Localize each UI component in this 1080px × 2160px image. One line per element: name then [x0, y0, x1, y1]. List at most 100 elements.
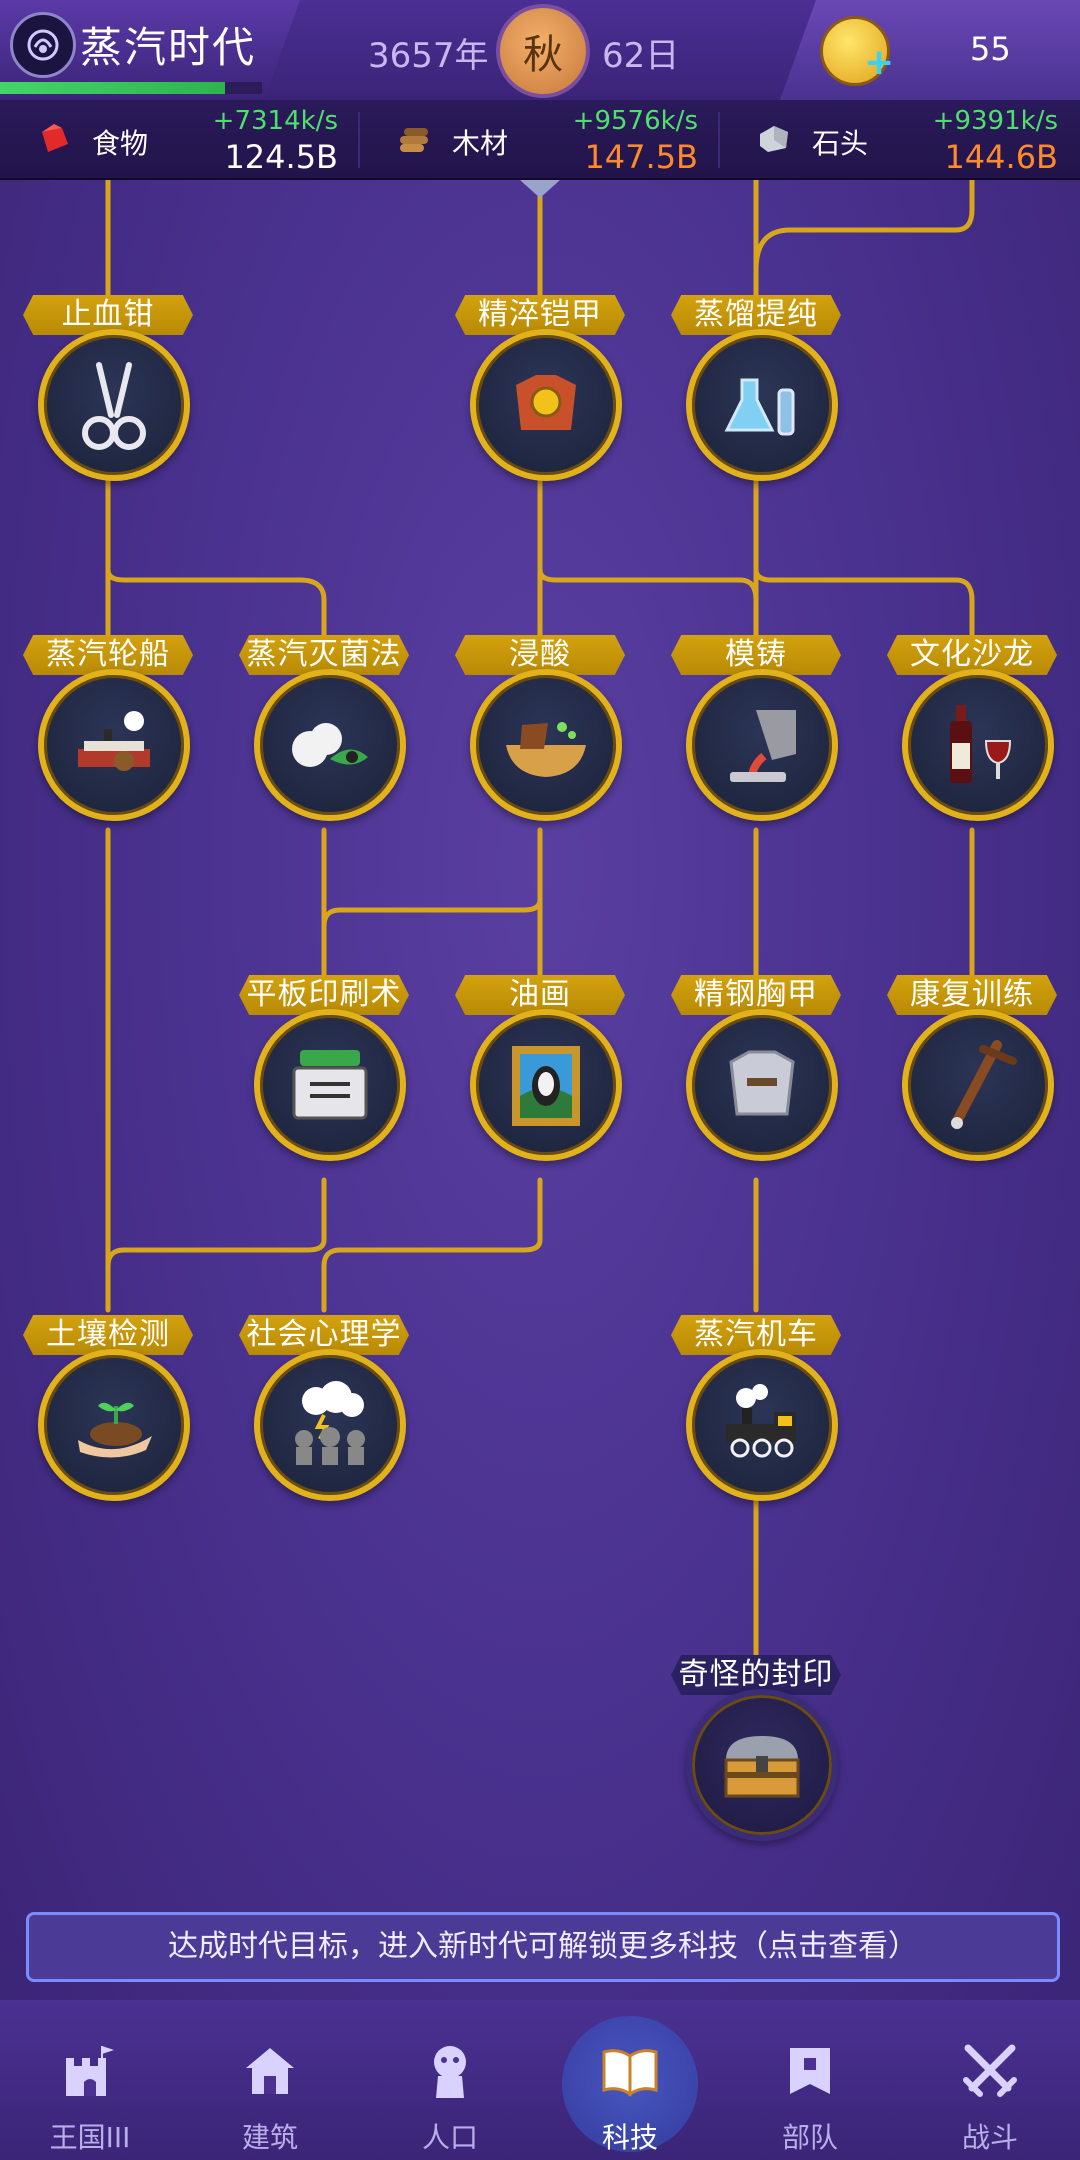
resource-stone[interactable]: 石头 +9391k/s 144.6B: [720, 100, 1080, 178]
tech-label: 蒸汽灭菌法: [239, 635, 409, 675]
tech-node-steamship[interactable]: 蒸汽轮船: [23, 635, 193, 835]
resource-total: 124.5B: [224, 138, 338, 176]
tech-node-steam-locomotive[interactable]: 蒸汽机车: [671, 1315, 841, 1515]
divider: [718, 112, 720, 168]
person-icon: [420, 2040, 480, 2100]
tech-label: 油画: [455, 975, 625, 1015]
tech-label: 土壤检测: [23, 1315, 193, 1355]
casting-icon: [686, 669, 838, 821]
tech-node-rehab-training[interactable]: 康复训练: [887, 975, 1057, 1175]
nav-label: 建筑: [241, 2121, 298, 2154]
tech-tree-connections: [105, 180, 975, 1683]
resource-wood[interactable]: 木材 +9576k/s 147.5B: [360, 100, 720, 178]
wine-icon: [902, 669, 1054, 821]
nav-label: 部队: [781, 2121, 838, 2154]
crossed-swords-icon: [960, 2040, 1020, 2100]
nav-technology[interactable]: 科技: [540, 2000, 720, 2160]
tech-label: 止血钳: [23, 295, 193, 335]
era-title: 蒸汽时代: [80, 23, 257, 72]
tech-node-hemostat[interactable]: 止血钳: [23, 295, 193, 495]
resource-rate: +9391k/s: [932, 106, 1058, 136]
tech-node-culture-salon[interactable]: 文化沙龙: [887, 635, 1057, 835]
tech-label: 文化沙龙: [887, 635, 1057, 675]
nav-battle[interactable]: 战斗: [900, 2000, 1080, 2160]
nav-population[interactable]: 人口: [360, 2000, 540, 2160]
tech-label: 浸酸: [455, 635, 625, 675]
sprout-icon: [38, 1349, 190, 1501]
tech-node-steam-sterilization[interactable]: 蒸汽灭菌法: [239, 635, 409, 835]
hemostat-icon: [38, 329, 190, 481]
treasure-chest-icon: [686, 1689, 838, 1841]
resource-rate: +9576k/s: [572, 106, 698, 136]
resource-label: 木材: [452, 127, 509, 160]
scroll-up-arrow: [520, 180, 560, 198]
tech-label: 蒸汽机车: [671, 1315, 841, 1355]
tech-label: 康复训练: [887, 975, 1057, 1015]
era-emblem-icon: [10, 12, 76, 78]
tech-label: 精淬铠甲: [455, 295, 625, 335]
resource-rate: +7314k/s: [212, 106, 338, 136]
nav-troops[interactable]: 部队: [720, 2000, 900, 2160]
steamship-icon: [38, 669, 190, 821]
tech-node-lithography[interactable]: 平板印刷术: [239, 975, 409, 1175]
add-coin-icon[interactable]: +: [864, 42, 895, 83]
date-year: 3657年: [368, 36, 489, 76]
nav-label: 王国III: [49, 2121, 131, 2154]
tech-label: 平板印刷术: [239, 975, 409, 1015]
resource-label: 食物: [92, 127, 149, 160]
nav-label: 人口: [421, 2121, 478, 2154]
gold-coin-icon[interactable]: [820, 16, 890, 86]
resource-food[interactable]: 食物 +7314k/s 124.5B: [0, 100, 360, 178]
banner-icon: [780, 2040, 840, 2100]
crowd-icon: [254, 1349, 406, 1501]
tech-node-acid-leaching[interactable]: 浸酸: [455, 635, 625, 835]
stone-icon: [760, 126, 788, 152]
resource-bar: 食物 +7314k/s 124.5B 木材 +9576k/s 147.5B 石头…: [0, 100, 1080, 180]
tech-label: 奇怪的封印: [671, 1655, 841, 1695]
era-progress-fill: [0, 82, 226, 94]
castle-icon: [60, 2040, 120, 2100]
era-progress-bar: [0, 82, 262, 94]
tech-node-strange-seal[interactable]: 奇怪的封印: [671, 1655, 841, 1855]
era-plate[interactable]: 蒸汽时代: [0, 0, 300, 100]
crutch-icon: [902, 1009, 1054, 1161]
painting-icon: [470, 1009, 622, 1161]
nav-kingdom[interactable]: 王国III: [0, 2000, 180, 2160]
resource-total: 147.5B: [584, 138, 698, 176]
tech-node-steel-breastplate[interactable]: 精钢胸甲: [671, 975, 841, 1175]
tech-label: 精钢胸甲: [671, 975, 841, 1015]
season-badge: 秋: [496, 4, 590, 98]
resource-total: 144.6B: [944, 138, 1058, 176]
house-icon: [240, 2040, 300, 2100]
tech-label: 蒸汽轮船: [23, 635, 193, 675]
top-bar: 蒸汽时代 3657年 秋 62日 + 55: [0, 0, 1080, 100]
wood-icon: [400, 128, 428, 152]
nav-label: 科技: [601, 2121, 658, 2154]
tech-node-distillation[interactable]: 蒸馏提纯: [671, 295, 841, 495]
sterilization-icon: [254, 669, 406, 821]
tech-node-refined-armor[interactable]: 精淬铠甲: [455, 295, 625, 495]
tech-node-social-psychology[interactable]: 社会心理学: [239, 1315, 409, 1515]
armor-icon: [470, 329, 622, 481]
tech-label: 社会心理学: [239, 1315, 409, 1355]
acid-bowl-icon: [470, 669, 622, 821]
nav-label: 战斗: [961, 2121, 1018, 2154]
tech-tree[interactable]: 止血钳 精淬铠甲 蒸馏提纯 蒸汽轮船 蒸汽灭菌法 浸酸 模铸: [0, 180, 1080, 1910]
bottom-nav: 王国III 建筑 人口 科技 部队 战斗: [0, 2000, 1080, 2160]
date-day: 62日: [602, 36, 680, 76]
printing-press-icon: [254, 1009, 406, 1161]
resource-label: 石头: [812, 127, 869, 160]
nav-buildings[interactable]: 建筑: [180, 2000, 360, 2160]
food-icon: [42, 124, 68, 152]
tech-node-casting[interactable]: 模铸: [671, 635, 841, 835]
locomotive-icon: [686, 1349, 838, 1501]
book-icon: [600, 2040, 660, 2100]
breastplate-icon: [686, 1009, 838, 1161]
flask-icon: [686, 329, 838, 481]
tech-label: 模铸: [671, 635, 841, 675]
tech-node-oil-painting[interactable]: 油画: [455, 975, 625, 1175]
tech-node-soil-testing[interactable]: 土壤检测: [23, 1315, 193, 1515]
coin-count: 55: [970, 30, 1011, 68]
era-goal-notice[interactable]: 达成时代目标，进入新时代可解锁更多科技（点击查看）: [26, 1912, 1060, 1982]
tech-label: 蒸馏提纯: [671, 295, 841, 335]
